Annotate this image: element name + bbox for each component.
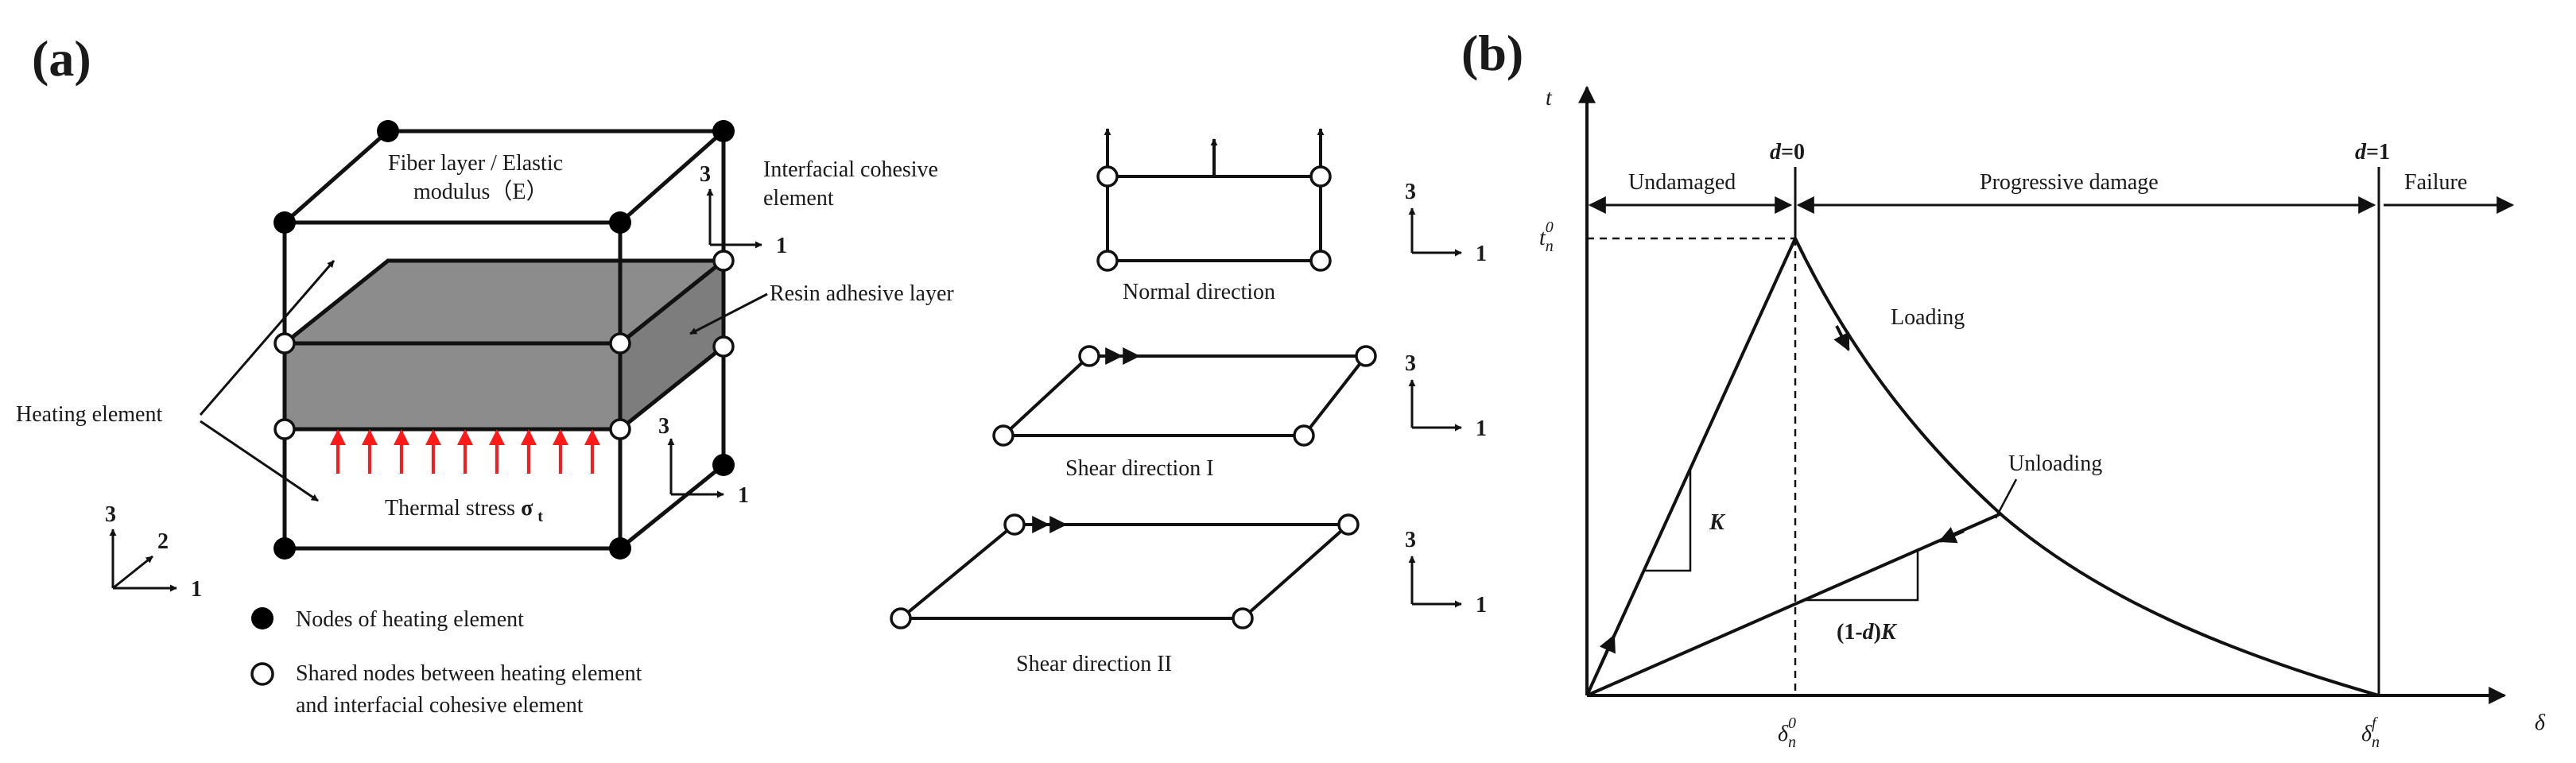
open-node bbox=[712, 335, 735, 358]
panel-b-label: (b) bbox=[1461, 25, 1523, 81]
shear-direction-2-nodes bbox=[890, 513, 1360, 629]
d0-label: d=0 bbox=[1770, 140, 1805, 165]
progressive-damage-label: Progressive damage bbox=[1980, 170, 2159, 195]
resin-layer-label: Resin adhesive layer bbox=[770, 281, 954, 306]
d1-label: d=1 bbox=[2355, 140, 2390, 165]
cube-edge bbox=[619, 130, 725, 224]
filled-node bbox=[609, 537, 631, 560]
tn0-label: tn0 bbox=[1539, 219, 1554, 255]
cube-edge bbox=[283, 130, 390, 224]
coord-cohesive-1: 1 bbox=[776, 234, 787, 258]
global-axis-1: 1 bbox=[191, 577, 202, 602]
shear-direction-2-label: Shear direction II bbox=[1016, 652, 1172, 676]
filled-node bbox=[712, 120, 735, 142]
panel-a-label: (a) bbox=[32, 30, 91, 87]
coord-shear2-1: 1 bbox=[1476, 593, 1487, 618]
filled-node bbox=[274, 211, 296, 234]
failure-label: Failure bbox=[2404, 170, 2467, 195]
thermal-stress-arrows bbox=[330, 429, 600, 474]
open-node bbox=[274, 332, 296, 354]
heating-element-label: Heating element bbox=[16, 402, 162, 427]
open-node bbox=[609, 418, 631, 440]
coord-cohesive-3: 3 bbox=[700, 162, 711, 187]
cube-edge bbox=[619, 463, 725, 550]
coord-shear1-1: 1 bbox=[1476, 416, 1487, 441]
delta-nf-label: δnf bbox=[2361, 715, 2380, 751]
global-coord-system bbox=[109, 529, 177, 592]
coord-resin-3: 3 bbox=[658, 414, 669, 439]
legend-filled-label: Nodes of heating element bbox=[296, 607, 524, 632]
coord-shear2-3: 3 bbox=[1405, 528, 1416, 552]
coord-resin-1: 1 bbox=[738, 483, 749, 508]
cohesive-element-label-2: element bbox=[763, 186, 834, 211]
k-label: K bbox=[1709, 510, 1726, 535]
delta-n0-label: δn0 bbox=[1778, 715, 1796, 751]
resin-layer-front bbox=[282, 341, 623, 432]
shear-direction-2-element bbox=[896, 516, 1353, 620]
normal-direction-element bbox=[1104, 128, 1325, 262]
shear-direction-1-nodes bbox=[992, 345, 1377, 447]
resin-layer-pointer bbox=[689, 292, 768, 335]
unloading-k-label: (1-d)K bbox=[1837, 620, 1898, 645]
legend-open-label-2: and interfacial cohesive element bbox=[296, 693, 584, 718]
unloading-label: Unloading bbox=[2008, 451, 2102, 476]
fiber-layer-label: Fiber layer / Elastic bbox=[388, 151, 563, 176]
cohesive-element-label: Interfacial cohesive bbox=[763, 157, 938, 182]
filled-node bbox=[377, 120, 399, 142]
coord-normal-1: 1 bbox=[1476, 242, 1487, 266]
delta-axis-label: δ bbox=[2535, 711, 2546, 735]
heating-pointer-lower bbox=[200, 420, 319, 502]
normal-direction-label: Normal direction bbox=[1123, 280, 1275, 304]
open-node bbox=[609, 332, 631, 354]
filled-node bbox=[609, 211, 631, 234]
heating-element-nodes bbox=[274, 120, 735, 560]
global-axis-3: 3 bbox=[105, 502, 116, 527]
open-node bbox=[274, 418, 296, 440]
unloading-pointer bbox=[1994, 478, 2018, 519]
coord-shear1-3: 3 bbox=[1405, 351, 1416, 376]
shear-direction-1-element bbox=[999, 347, 1370, 437]
coord-normal-3: 3 bbox=[1405, 180, 1416, 204]
loading-label: Loading bbox=[1891, 305, 1965, 330]
loading-line bbox=[1585, 238, 1797, 696]
shear-direction-1-label: Shear direction I bbox=[1065, 456, 1214, 481]
traction-separation-axes bbox=[1578, 85, 2507, 704]
heating-pointer-upper bbox=[199, 260, 336, 416]
t-axis-label: t bbox=[1546, 86, 1553, 110]
filled-node bbox=[712, 454, 735, 476]
unloading-slope-triangle bbox=[1805, 551, 1919, 602]
heating-element-cube bbox=[278, 129, 730, 551]
k-slope-triangle bbox=[1644, 471, 1692, 572]
unloading-line bbox=[1586, 513, 2000, 697]
curve-direction-arrows bbox=[1598, 325, 1965, 668]
legend-filled-node bbox=[251, 607, 274, 629]
open-node bbox=[712, 250, 735, 272]
global-axis-2: 2 bbox=[157, 529, 169, 554]
legend-open-label: Shared nodes between heating element bbox=[296, 661, 642, 686]
coord-system-resin bbox=[667, 438, 724, 498]
legend-open-node bbox=[250, 662, 274, 686]
shared-nodes bbox=[274, 250, 735, 440]
stage-markers bbox=[1588, 167, 2515, 695]
peak-guides bbox=[1587, 237, 1797, 695]
undamaged-label: Undamaged bbox=[1628, 170, 1736, 195]
traction-curve bbox=[1585, 238, 2380, 697]
normal-direction-nodes bbox=[1096, 165, 1332, 272]
softening-curve bbox=[1794, 238, 2380, 697]
coord-systems-elements bbox=[1408, 207, 1462, 608]
filled-node bbox=[274, 537, 296, 560]
coord-system-cohesive bbox=[706, 188, 762, 249]
fiber-layer-label-2: modulus（E） bbox=[413, 179, 549, 204]
